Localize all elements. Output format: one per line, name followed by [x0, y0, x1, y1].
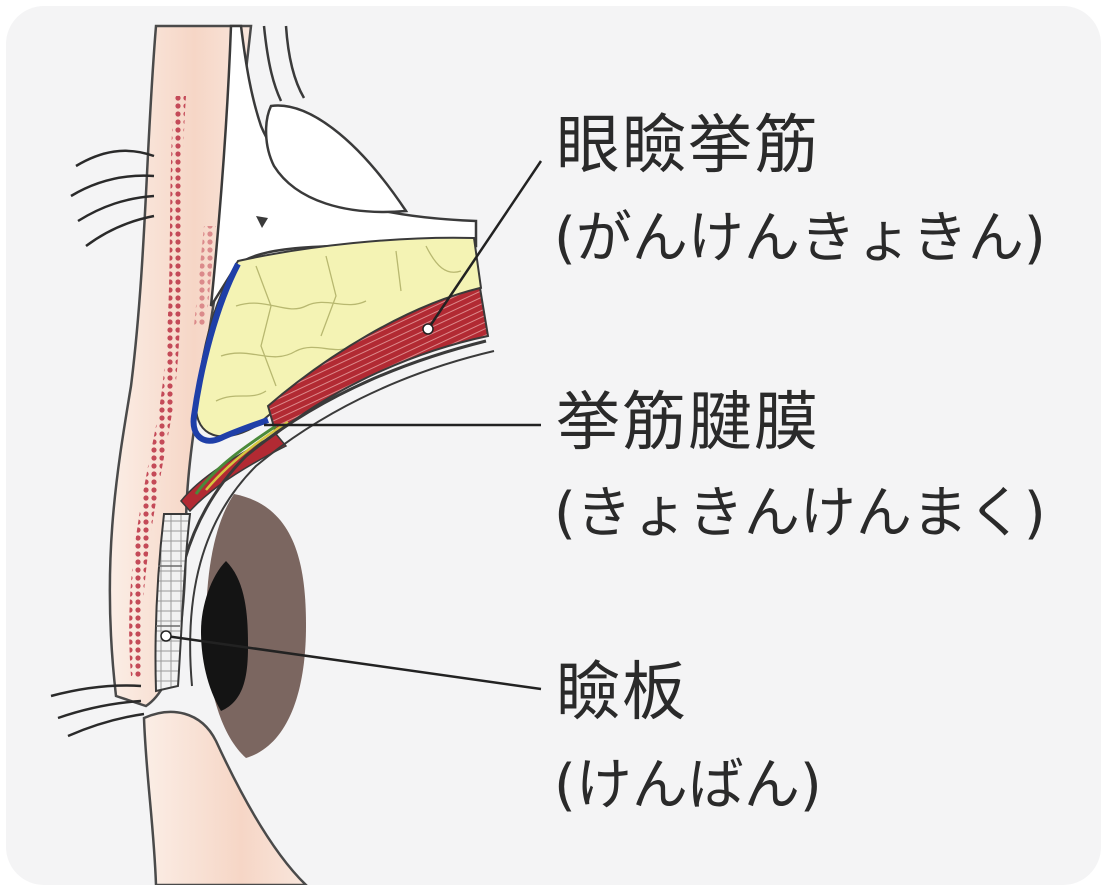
orbital-notch	[256, 216, 268, 228]
leader-dot-tarsal-plate	[160, 630, 172, 642]
leader-dot-levator-muscle	[422, 323, 434, 335]
label-tarsal-plate-reading: (けんばん)	[554, 753, 822, 818]
leader-line-levator-muscle	[426, 160, 543, 330]
fat-lobules	[215, 245, 462, 402]
lower-eyelashes	[50, 684, 145, 738]
lower-eyelid	[142, 710, 308, 885]
conjunctiva-line	[189, 350, 495, 687]
orbital-fossa	[264, 104, 409, 214]
label-levator-muscle-reading: (がんけんきょきん)	[554, 206, 1046, 271]
inner-dotted-band	[194, 226, 216, 326]
diagram-card: 眼瞼挙筋 (がんけんきょきん) 挙筋腱膜 (きょきんけんまく) 瞼板 (けんばん…	[6, 6, 1101, 885]
label-tarsal-plate-name: 瞼板	[556, 656, 688, 730]
orbital-septum	[190, 262, 269, 444]
pupil	[201, 561, 248, 711]
upper-eyelashes	[70, 149, 155, 248]
eyelid-cross-section	[50, 24, 543, 885]
levator-muscle-shape	[266, 286, 490, 436]
aponeurosis-green	[194, 424, 277, 495]
orbital-lines	[262, 25, 306, 102]
orbicularis-muscle	[129, 96, 186, 678]
leader-line-tarsal-plate	[165, 634, 542, 691]
aponeurosis-yellow	[205, 420, 289, 491]
tarsal-plate-shape	[154, 513, 192, 693]
label-aponeurosis-reading: (きょきんけんまく)	[554, 481, 1046, 546]
label-levator-muscle-name: 眼瞼挙筋	[556, 109, 820, 183]
label-aponeurosis-name: 挙筋腱膜	[556, 386, 820, 460]
aponeurosis-band	[180, 433, 288, 513]
tarsal-plate-inner	[156, 565, 182, 627]
